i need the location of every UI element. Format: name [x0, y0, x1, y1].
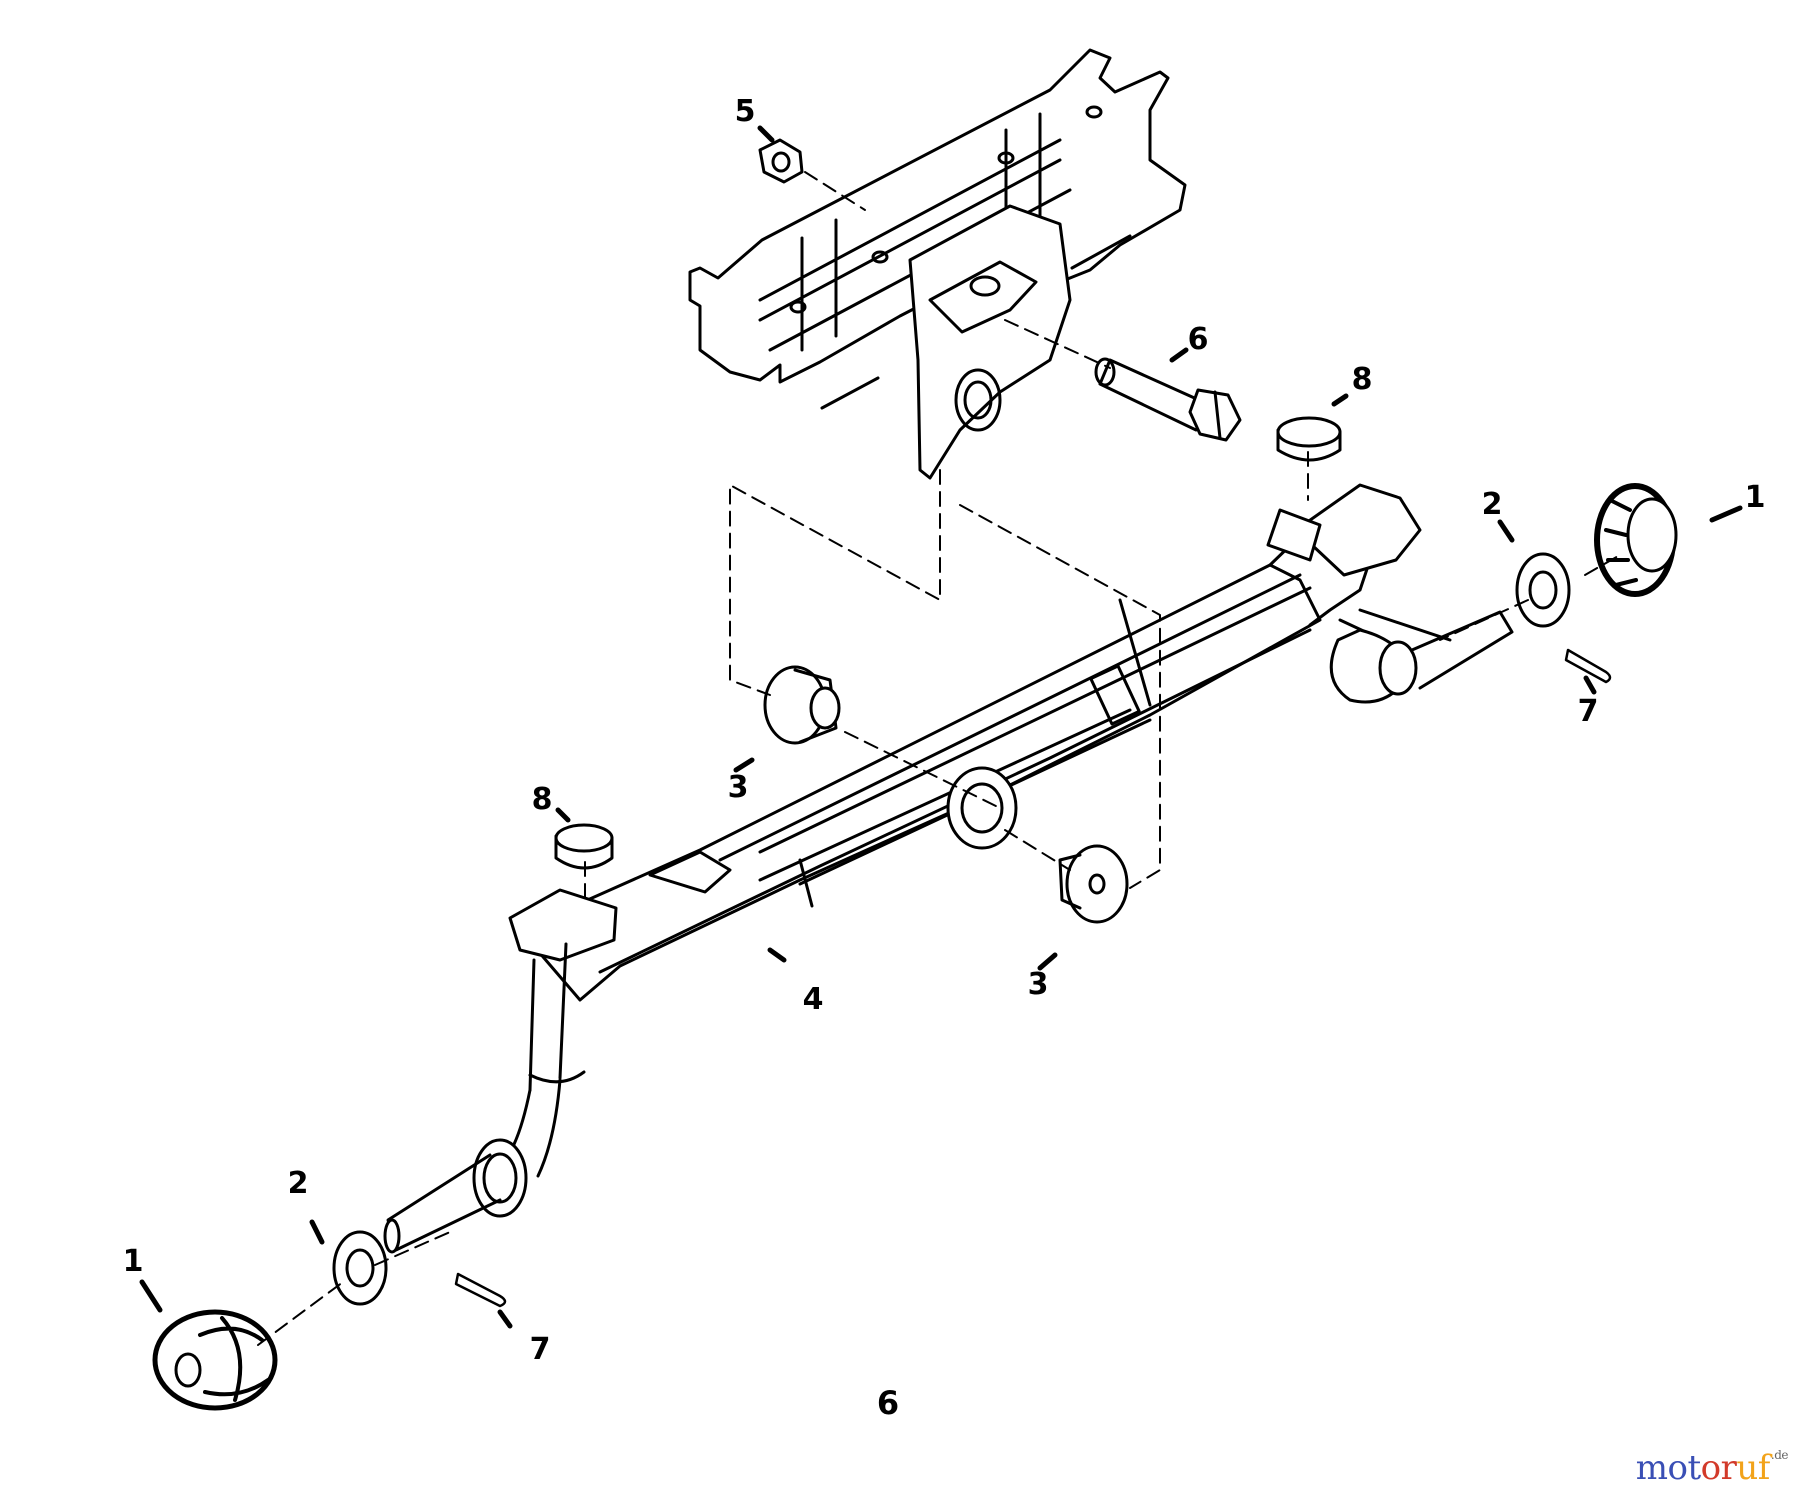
callout-2-left: 2 — [287, 1166, 309, 1201]
assembly-guide-lines — [257, 171, 1621, 1346]
front-axle-beam — [383, 483, 1514, 1254]
cotter-pin-left — [454, 1272, 507, 1308]
callout-1-left: 1 — [122, 1244, 144, 1279]
pivot-bolt — [1094, 357, 1242, 442]
callout-7-left: 7 — [529, 1332, 551, 1367]
cotter-pin-right — [1564, 648, 1612, 684]
callout-3-upper: 3 — [727, 770, 749, 805]
watermark-logo: motoruf.de — [1635, 1448, 1789, 1488]
spindle-washer-right — [1515, 552, 1571, 628]
watermark-suffix: .de — [1770, 1448, 1789, 1462]
figure-number: 6 — [876, 1384, 900, 1422]
callout-2-right: 2 — [1481, 487, 1503, 522]
kingpin-cap-right — [1276, 416, 1342, 462]
spindle-washer-left — [332, 1230, 388, 1306]
hubcap-left — [152, 1309, 278, 1411]
callout-6: 6 — [1187, 322, 1209, 357]
axle-bushing-upper — [763, 665, 841, 745]
hubcap-right — [1594, 483, 1678, 597]
callout-8-right: 8 — [1351, 362, 1373, 397]
callout-7-right: 7 — [1577, 694, 1599, 729]
kingpin-cap-left — [554, 823, 614, 870]
watermark-part-3: uf — [1736, 1448, 1770, 1488]
callout-1-right: 1 — [1744, 480, 1766, 515]
hex-nut — [758, 138, 804, 184]
callout-3-lower: 3 — [1027, 967, 1049, 1002]
axle-bushing-lower — [1058, 844, 1129, 924]
axle-mounting-bracket — [688, 48, 1187, 480]
watermark-part-2: or — [1700, 1448, 1737, 1488]
watermark-part-1: mot — [1635, 1448, 1701, 1488]
callout-leaders — [139, 125, 1743, 1329]
callout-4: 4 — [802, 982, 824, 1017]
callout-5: 5 — [734, 94, 756, 129]
callout-8-left: 8 — [531, 782, 553, 817]
